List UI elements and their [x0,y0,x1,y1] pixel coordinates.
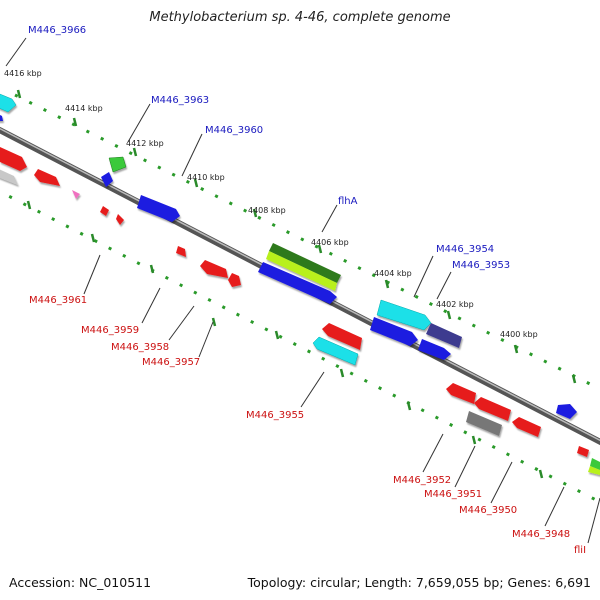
label-flhA[interactable]: flhA [338,196,358,207]
leader-lines [5,37,600,544]
outer-tick-track [14,93,600,391]
position-label: 4402 kbp [436,300,474,309]
gene-M446_3956[interactable] [258,262,337,304]
gene-blue-5[interactable] [556,404,577,419]
gene-M446_3960[interactable] [137,195,180,222]
gene-M446_3963[interactable] [108,156,127,173]
label-M446_3959[interactable]: M446_3959 [81,325,139,336]
label-M446_3955[interactable]: M446_3955 [246,410,304,421]
genes-forward [0,90,600,475]
gene-pink[interactable] [72,190,80,199]
gene-blue-4[interactable] [418,339,451,360]
label-M446_3952[interactable]: M446_3952 [393,475,451,486]
label-M446_3954[interactable]: M446_3954 [436,244,494,255]
label-M446_3953[interactable]: M446_3953 [452,260,510,271]
gene-red-2[interactable] [34,169,60,186]
label-M446_3948[interactable]: M446_3948 [512,529,570,540]
gene-blue-2[interactable] [101,172,113,187]
position-label: 4408 kbp [248,206,286,215]
label-M446_3966[interactable]: M446_3966 [28,25,86,36]
gene-M446_3955[interactable] [312,336,359,366]
gene-lime-right[interactable] [588,466,600,475]
position-label: 4404 kbp [374,269,412,278]
label-M446_3960[interactable]: M446_3960 [205,125,263,136]
position-label: 4410 kbp [187,173,225,182]
label-M446_3963[interactable]: M446_3963 [151,95,209,106]
position-label: 4416 kbp [4,69,42,78]
gene-blue-1[interactable] [0,110,3,121]
gene-gray-2[interactable] [466,411,502,436]
genes-reverse [0,147,589,457]
gene-M446_3954[interactable] [376,299,432,331]
gene-red-3[interactable] [116,214,124,225]
gene-labels: M446_3966 M446_3963 M446_3960 flhA M446_… [28,25,586,556]
map-title: Methylobacterium sp. 4-46, complete geno… [149,10,451,25]
gene-M446_3958[interactable] [200,260,228,278]
gene-M446_3951[interactable] [474,397,511,421]
gene-gray-1[interactable] [0,165,18,185]
position-label: 4414 kbp [65,104,103,113]
gene-flhA[interactable] [266,251,337,291]
gene-M446_3966[interactable] [0,90,17,113]
gene-M446_3952[interactable] [446,383,476,404]
label-M446_3950[interactable]: M446_3950 [459,505,517,516]
label-M446_3958[interactable]: M446_3958 [111,342,169,353]
gene-red-1[interactable] [0,147,27,171]
label-M446_3961[interactable]: M446_3961 [29,295,87,306]
topology-info: Topology: circular; Length: 7,659,055 bp… [247,575,591,590]
gene-M446_3959[interactable] [176,246,186,257]
position-label: 4412 kbp [126,139,164,148]
label-M446_3957[interactable]: M446_3957 [142,357,200,368]
major-ticks [16,89,577,479]
gene-M446_3953[interactable] [426,323,462,348]
gene-flhA-dark[interactable] [269,243,341,283]
gene-blue-3[interactable] [370,317,418,346]
gene-M446_3948[interactable] [577,446,589,457]
label-M446_3951[interactable]: M446_3951 [424,489,482,500]
position-label: 4400 kbp [500,330,538,339]
position-label: 4406 kbp [311,238,349,247]
accession-info: Accession: NC_010511 [9,575,152,590]
gene-M446_3950[interactable] [512,417,541,437]
label-fliI[interactable]: fliI [574,545,586,556]
gene-M446_3957[interactable] [228,273,241,287]
gene-red-flg[interactable] [322,323,362,350]
position-labels: 4416 kbp 4414 kbp 4412 kbp 4410 kbp 4408… [4,69,538,339]
gene-M446_3961[interactable] [100,206,109,216]
inner-tick-track [0,189,600,504]
